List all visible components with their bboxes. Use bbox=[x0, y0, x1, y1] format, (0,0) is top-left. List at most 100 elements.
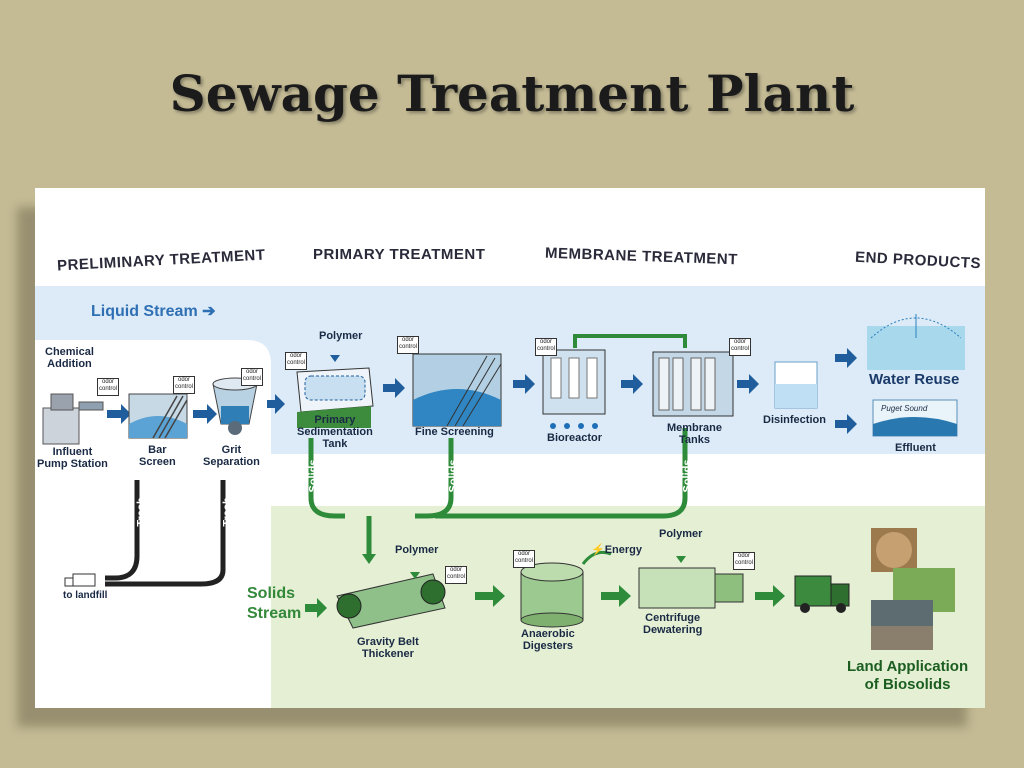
membrane-line-1: Membrane bbox=[667, 422, 723, 434]
primary-sedimentation-tank bbox=[296, 367, 374, 428]
puget-sound-label: Puget Sound bbox=[881, 404, 928, 413]
control-text: control bbox=[536, 346, 555, 352]
grit-line-1: Grit bbox=[221, 444, 242, 456]
influent-pump-station bbox=[42, 393, 104, 445]
water-reuse-image bbox=[867, 314, 965, 370]
anaerobic-digester bbox=[520, 550, 612, 628]
process-diagram bbox=[35, 286, 985, 708]
landfill-truck bbox=[64, 573, 96, 587]
control-text: control bbox=[514, 558, 533, 564]
odor-text: odor bbox=[449, 567, 462, 573]
land-line-2: of Biosolids bbox=[864, 676, 951, 693]
odor-text: odor bbox=[177, 377, 190, 383]
control-text: control bbox=[734, 560, 753, 566]
diagram-panel: PRELIMINARY TREATMENT PRIMARY TREATMENT … bbox=[35, 188, 985, 708]
anaerobic-line-1: Anaerobic bbox=[521, 628, 575, 640]
odor-text: odor bbox=[737, 553, 750, 559]
section-primary: PRIMARY TREATMENT bbox=[313, 246, 486, 263]
odor-text: odor bbox=[517, 551, 530, 557]
odor-text: odor bbox=[245, 369, 258, 375]
odor-text: odor bbox=[101, 379, 114, 385]
land-line-1: Land Application bbox=[847, 658, 969, 675]
solids-stream-label-1: Solids bbox=[247, 585, 296, 602]
odor-text: odor bbox=[401, 337, 414, 343]
membrane-line-2: Tanks bbox=[679, 434, 710, 446]
effluent-label: Effluent bbox=[895, 442, 936, 454]
bar-screen bbox=[128, 393, 188, 439]
energy-text: Energy bbox=[604, 544, 642, 556]
fine-screening-unit bbox=[412, 353, 502, 427]
fine-screening-label: Fine Screening bbox=[415, 426, 494, 438]
effluent-image bbox=[872, 399, 958, 437]
grit-line-2: Separation bbox=[203, 456, 260, 468]
trash-label-1: Trash bbox=[135, 497, 148, 527]
control-text: control bbox=[242, 376, 261, 382]
solids-stream-label-2: Stream bbox=[247, 605, 302, 622]
landfill-label: to landfill bbox=[63, 590, 108, 601]
control-text: control bbox=[286, 360, 305, 366]
slide-title: Sewage Treatment Plant bbox=[169, 64, 855, 123]
bioreactor-tank bbox=[542, 349, 606, 429]
centrifuge-unit bbox=[638, 567, 744, 609]
solids-label-2: Solids bbox=[447, 459, 460, 493]
primary-line-3: Tank bbox=[322, 438, 348, 450]
grit-separation bbox=[212, 377, 258, 435]
anaerobic-line-2: Digesters bbox=[522, 640, 573, 652]
water-reuse-label: Water Reuse bbox=[869, 371, 960, 388]
solids-label-3: Solids bbox=[681, 459, 694, 493]
gbt-line-1: Gravity Belt bbox=[357, 636, 419, 648]
odor-text: odor bbox=[289, 353, 302, 359]
control-text: control bbox=[398, 344, 417, 350]
bar-line-2: Screen bbox=[139, 456, 176, 468]
polymer-label-centrifuge: Polymer bbox=[659, 528, 703, 540]
polymer-label-gbt: Polymer bbox=[395, 544, 439, 556]
primary-line-2: Sedimentation bbox=[297, 426, 373, 438]
control-text: control bbox=[446, 574, 465, 580]
odor-text: odor bbox=[539, 339, 552, 345]
control-text: control bbox=[730, 346, 749, 352]
chemical-line-2: Addition bbox=[47, 358, 92, 370]
gbt-line-2: Thickener bbox=[361, 648, 414, 660]
control-text: control bbox=[174, 384, 193, 390]
solids-flow-arrows bbox=[305, 542, 785, 618]
energy-label: ⚡Energy bbox=[591, 544, 642, 556]
solids-label-1: Solids bbox=[307, 459, 320, 493]
membrane-tanks bbox=[652, 351, 734, 417]
polymer-label-primary: Polymer bbox=[319, 330, 363, 342]
pump-line-2: Pump Station bbox=[37, 458, 108, 470]
odor-text: odor bbox=[733, 339, 746, 345]
gravity-belt-thickener bbox=[336, 573, 446, 629]
bioreactor-label: Bioreactor bbox=[547, 432, 603, 444]
solids-flow-lines bbox=[105, 428, 688, 587]
control-text: control bbox=[98, 386, 117, 392]
centrifuge-line-1: Centrifuge bbox=[645, 612, 701, 624]
centrifuge-line-2: Dewatering bbox=[643, 624, 703, 636]
truck-image bbox=[794, 575, 850, 613]
bar-line-1: Bar bbox=[148, 444, 167, 456]
disinfection-label: Disinfection bbox=[763, 414, 826, 426]
primary-line-1: Primary bbox=[314, 414, 356, 426]
trash-label-2: Trash bbox=[221, 497, 234, 527]
pump-line-1: Influent bbox=[52, 446, 93, 458]
chemical-line-1: Chemical bbox=[45, 346, 94, 358]
liquid-stream-label: Liquid Stream ➔ bbox=[91, 303, 216, 320]
